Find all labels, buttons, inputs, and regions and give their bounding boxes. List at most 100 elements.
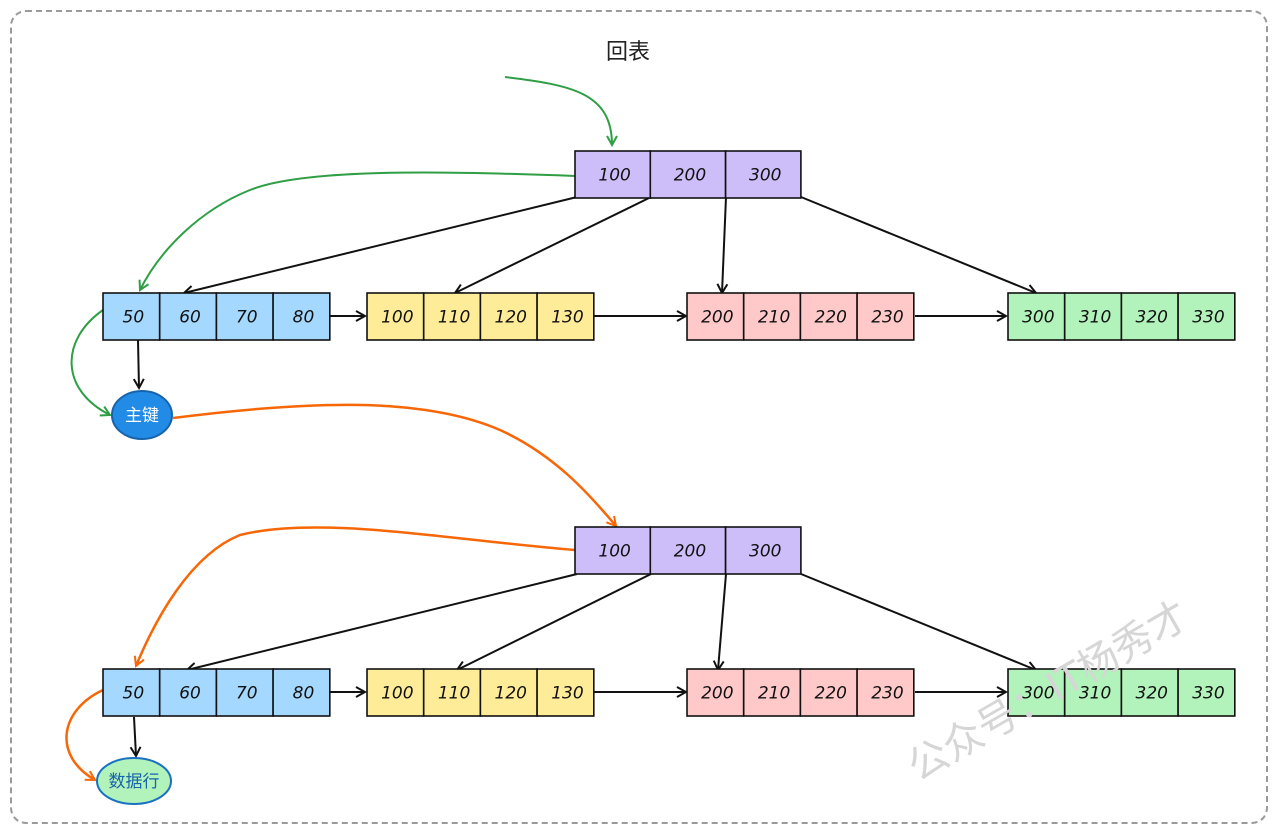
leaf-2-key-1-value: 100 [381, 308, 413, 328]
orange-leaf-to-row-arrow [65, 688, 104, 782]
leaf-4-key-4-value: 330 [1192, 684, 1224, 704]
tree-1-leaf-3: 200 210 220 230 [686, 292, 915, 341]
leaf-2-key-2-value: 110 [438, 308, 470, 328]
dashed-frame [10, 10, 1268, 824]
root-key-1-value: 100 [598, 166, 630, 186]
primary-key-ellipse [111, 390, 173, 440]
leaf-1-key-4-value: 80 [293, 684, 315, 704]
leaf-3-key-4-box [856, 668, 915, 717]
leaf-1-key-3-box [215, 668, 274, 717]
leaf-4-key-3-value: 320 [1136, 308, 1168, 328]
leaf-4-key-4-box [1177, 668, 1236, 717]
leaf-3-key-4-value: 230 [871, 684, 903, 704]
leaf-2-key-4-value: 130 [551, 308, 583, 328]
root-to-leaf-2-arrow [455, 196, 652, 293]
leaf-3-key-2-value: 210 [758, 308, 790, 328]
leaf-3-key-3-box [799, 668, 858, 717]
primary-key-node: 主键 [111, 390, 173, 440]
leaf-4-key-2-value: 310 [1079, 684, 1111, 704]
leaf-3-key-3-value: 220 [815, 308, 847, 328]
leaf-2-key-2-value: 110 [438, 684, 470, 704]
leaf-1-key-1-box [102, 668, 161, 717]
orange-key-to-root-arrow [172, 403, 616, 526]
root-key-1-value: 100 [598, 542, 630, 562]
tree-2-connectors [134, 573, 1036, 756]
data-row-label: 数据行 [109, 772, 160, 792]
root-to-leaf-1-arrow [187, 573, 578, 670]
primary-key-label: 主键 [125, 406, 159, 426]
leaf-4-key-1-value: 300 [1022, 308, 1054, 328]
leaf-2-key-3-value: 120 [495, 308, 527, 328]
leaf-2-key-3-box [479, 668, 538, 717]
leaf-3-key-4-box [856, 292, 915, 341]
orange-root-to-leaf-arrow [136, 526, 576, 666]
root-key-3-box [724, 526, 802, 575]
leaf-1-key-1-value: 50 [123, 684, 145, 704]
root-key-3-value: 300 [749, 166, 781, 186]
leaf-2-key-2-box [422, 292, 482, 341]
leaf-1-key-2-value: 60 [179, 308, 201, 328]
tree-2-leaf-1: 50 60 70 80 [102, 668, 331, 717]
leaf-4-key-1-box [1007, 292, 1066, 341]
leaf-3-key-1-value: 200 [701, 684, 733, 704]
root-to-leaf-4-arrow [800, 573, 1036, 670]
leaf-1-key-3-value: 70 [236, 684, 258, 704]
leaf-1-key-4-box [272, 668, 331, 717]
leaf-4-key-3-box [1120, 668, 1179, 717]
leaf-2-key-4-box [536, 668, 595, 717]
green-entry-arrow [504, 76, 612, 145]
root-key-2-value: 200 [674, 166, 706, 186]
leaf-3-key-4-value: 230 [871, 308, 903, 328]
leaf-1-key-4-box [272, 292, 331, 341]
leaf-2-key-3-box [479, 292, 538, 341]
root-key-2-box [649, 526, 727, 575]
leaf-3-key-3-value: 220 [815, 684, 847, 704]
leaf-4-key-2-box [1063, 668, 1123, 717]
root-to-leaf-3-arrow [718, 573, 727, 670]
leaf-2-key-1-box [366, 292, 425, 341]
leaf-1-key-1-box [102, 292, 161, 341]
leaf-4-key-1-value: 300 [1022, 684, 1054, 704]
leaf-1-key-4-value: 80 [293, 308, 315, 328]
tree-1-nodes: 100 200 300 50 60 70 80 100 110 120 130 200 210 22… [102, 150, 1236, 341]
leaf-3-key-2-value: 210 [758, 684, 790, 704]
leaf-2-key-4-value: 130 [551, 684, 583, 704]
leaf-2-key-4-box [536, 292, 595, 341]
leaf-2-key-1-value: 100 [381, 684, 413, 704]
leaf-4-key-2-box [1063, 292, 1123, 341]
tree-2-root-node: 100 200 300 [574, 526, 802, 575]
data-row-node: 数据行 [96, 757, 172, 805]
root-key-3-value: 300 [749, 542, 781, 562]
leaf-1-key-1-value: 50 [123, 308, 145, 328]
tree-1-connectors [138, 196, 1036, 388]
tree-2-leaf-3: 200 210 220 230 [686, 668, 915, 717]
diagram-title: 回表 [606, 40, 650, 65]
tree-1-root-node: 100 200 300 [574, 150, 802, 199]
root-to-leaf-1-arrow [184, 196, 578, 293]
leaf-2-key-2-box [422, 668, 482, 717]
leaf-3-key-1-value: 200 [701, 308, 733, 328]
green-leaf-to-key-arrow [70, 309, 110, 415]
leaf-4-key-4-box [1177, 292, 1236, 341]
tree-1-leaf-2: 100 110 120 130 [366, 292, 595, 341]
leaf-4-key-2-value: 310 [1079, 308, 1111, 328]
leaf-1-key-2-box [158, 292, 218, 341]
leaf-1-key-2-value: 60 [179, 684, 201, 704]
root-key-2-value: 200 [674, 542, 706, 562]
leaf-1-to-data-row-arrow [134, 716, 136, 756]
leaf-1-key-3-value: 70 [236, 308, 258, 328]
leaf-3-key-2-box [742, 668, 802, 717]
leaf-1-to-primary-key-arrow [138, 339, 139, 388]
leaf-1-key-2-box [158, 668, 218, 717]
root-to-leaf-3-arrow [722, 196, 726, 293]
data-row-ellipse [96, 757, 172, 805]
leaf-4-key-3-value: 320 [1136, 684, 1168, 704]
green-search-path [70, 76, 612, 415]
root-key-1-box [574, 526, 652, 575]
root-to-leaf-4-arrow [800, 196, 1036, 293]
leaf-4-key-3-box [1120, 292, 1179, 341]
